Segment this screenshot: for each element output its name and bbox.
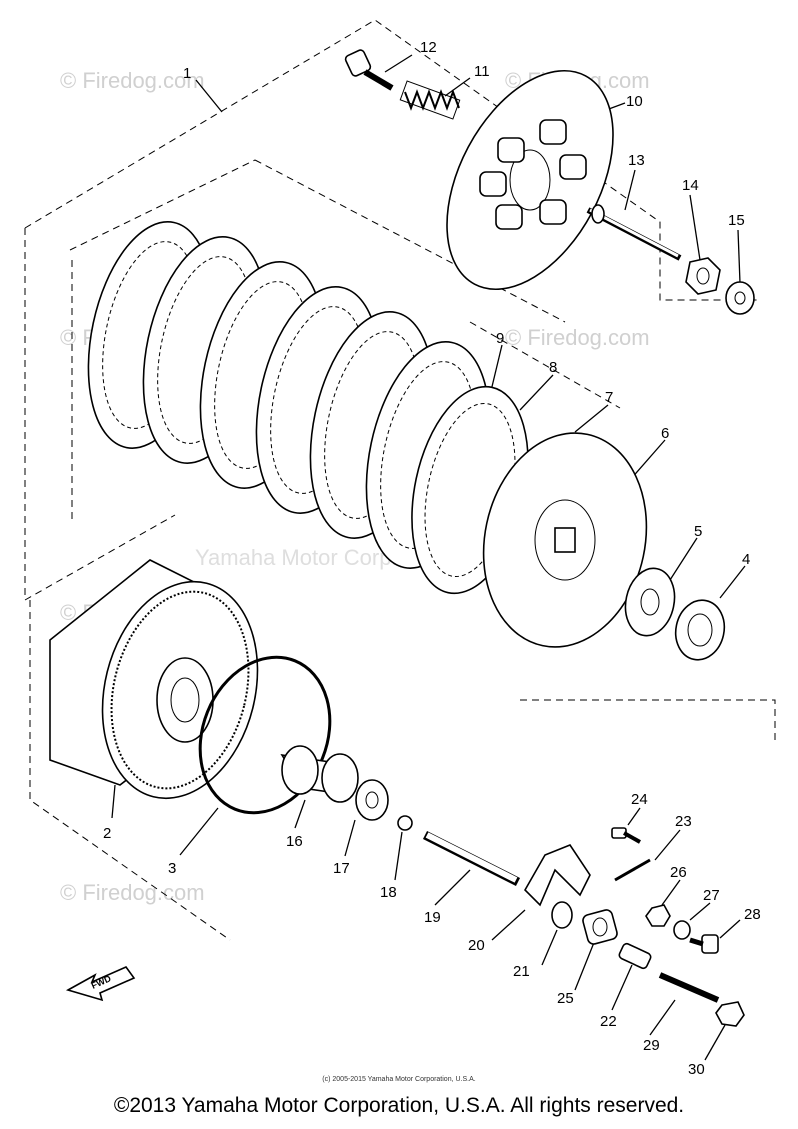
screw-23 — [614, 858, 651, 882]
part-number-labels: 1 2 3 4 5 6 7 8 9 10 11 12 13 14 15 16 1… — [103, 39, 761, 1078]
part-label-2: 2 — [103, 825, 111, 842]
part-label-30: 30 — [688, 1061, 705, 1078]
lock-washer-4 — [674, 599, 726, 661]
part-label-9: 9 — [496, 330, 504, 347]
part-label-14: 14 — [682, 177, 699, 194]
part-label-26: 26 — [670, 864, 687, 881]
bolt-12 — [344, 49, 394, 91]
watermark-bottom-left: © Firedog.com — [60, 880, 205, 905]
screw-29 — [658, 972, 720, 1003]
part-label-1: 1 — [183, 65, 191, 82]
lock-nut-26 — [645, 904, 671, 927]
assembly-outlines — [24, 19, 776, 941]
part-label-5: 5 — [694, 523, 702, 540]
part-label-16: 16 — [286, 833, 303, 850]
nut-14 — [685, 257, 721, 295]
part-label-24: 24 — [631, 791, 648, 808]
copyright-notice: ©2013 Yamaha Motor Corporation, U.S.A. A… — [113, 1094, 685, 1117]
part-label-19: 19 — [424, 909, 441, 926]
bolt-28 — [689, 934, 719, 954]
lever-bracket-20 — [524, 844, 591, 907]
bushing-21 — [551, 901, 573, 929]
push-rod-19 — [422, 830, 521, 887]
part-label-18: 18 — [380, 884, 397, 901]
part-label-4: 4 — [742, 551, 750, 568]
part-label-8: 8 — [549, 359, 557, 376]
bolt-24 — [611, 827, 641, 844]
clutch-boss-6 — [482, 432, 648, 648]
part-label-10: 10 — [626, 93, 643, 110]
washer-15 — [725, 281, 755, 315]
nut-30 — [715, 1001, 745, 1027]
push-rod-13 — [586, 204, 682, 261]
spring-11 — [399, 80, 461, 120]
watermark-top-left: © Firedog.com — [60, 68, 205, 93]
part-label-15: 15 — [728, 212, 745, 229]
adjuster-housing-25 — [582, 909, 618, 945]
adjuster-22 — [618, 942, 652, 970]
washer-27 — [673, 920, 691, 940]
part-label-23: 23 — [675, 813, 692, 830]
ball-18 — [397, 815, 413, 831]
spacer-16 — [280, 745, 359, 803]
small-credit-line: (c) 2005-2015 Yamaha Motor Corporation, … — [322, 1076, 476, 1083]
part-label-28: 28 — [744, 906, 761, 923]
part-label-25: 25 — [557, 990, 574, 1007]
part-label-6: 6 — [661, 425, 669, 442]
thrust-washer-5 — [624, 567, 676, 637]
part-label-3: 3 — [168, 860, 176, 877]
clutch-housing-2 — [49, 559, 259, 800]
fwd-arrow: FWD — [65, 966, 136, 1002]
part-label-12: 12 — [420, 39, 437, 56]
part-label-20: 20 — [468, 937, 485, 954]
washer-17 — [355, 779, 389, 821]
part-label-11: 11 — [474, 63, 490, 80]
part-label-21: 21 — [513, 963, 530, 980]
part-label-29: 29 — [643, 1037, 660, 1054]
part-label-27: 27 — [703, 887, 720, 904]
part-label-13: 13 — [628, 152, 645, 169]
part-label-17: 17 — [333, 860, 350, 877]
o-ring-3 — [198, 655, 332, 815]
pressure-plate-10 — [446, 69, 614, 291]
part-label-7: 7 — [605, 389, 613, 406]
watermark-mid-right: © Firedog.com — [505, 325, 650, 350]
part-label-22: 22 — [600, 1013, 617, 1030]
